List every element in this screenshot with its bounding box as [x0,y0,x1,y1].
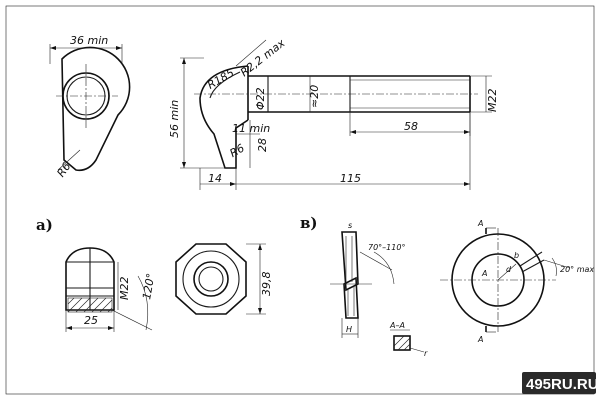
thread-len-label: 58 [404,120,418,133]
r-small-label: R6 [228,141,247,160]
head-top-view: 36 min R6 [49,34,131,180]
section-v-label: в) [300,214,318,232]
sheet-border [5,5,595,395]
head-outline [61,46,131,172]
watermark-background [522,372,596,394]
a-marker-bottom: A [477,335,483,344]
thread-label: M22 [486,89,499,113]
total-len-label: 115 [340,172,361,185]
a-marker-top: A [477,219,483,228]
watermark-text: 495RU.RU [526,376,599,393]
width-label: 36 min [70,34,108,47]
d-label: d [506,265,512,274]
across-corners-label: 39,8 [260,272,273,297]
max-angle-label: 20° max [560,265,594,274]
r6-label: R6 [54,160,73,179]
dia-label: Φ22 [254,87,267,110]
min-label: 11 min [232,122,270,135]
b-label: b [514,251,519,260]
nut-bore-outer [193,261,229,297]
nut-width-label: 25 [84,314,98,327]
dim28-label: 28 [256,138,269,152]
r6-leader [57,149,81,171]
section-a-label: а) [36,216,53,234]
r-label: r [424,349,428,358]
watermark-badge: 495RU.RU [522,372,599,394]
washer-section-v: в) s 70°–110° H A–A r [300,214,594,358]
washer-angle-label: 70°–110° [368,243,405,252]
nut-chamfer-circle [182,250,240,308]
h-label: H [346,325,352,334]
washer-split [519,251,545,273]
aa-section-rect [393,335,411,351]
section-aa-label: A–A [389,321,405,330]
nut-thread-label: M22 [118,277,131,301]
dim14-label: 14 [208,172,222,185]
nut-section-a: а) M22 120° 25 [36,216,273,332]
bolt-side-view: R2,2 max R185 Φ22 ≈20 M22 56 min 58 11 m… [168,36,499,190]
r-head-label: R185 [205,66,236,92]
bolt-head-profile [199,65,249,169]
nut-bore-inner [198,266,224,292]
a-label: A [481,269,487,278]
nut-angle-label: 120° [140,272,157,300]
nut-hex-outline [175,243,247,315]
height-label: 56 min [168,100,181,138]
s-label: s [348,221,352,230]
neck-label: ≈20 [308,85,321,108]
